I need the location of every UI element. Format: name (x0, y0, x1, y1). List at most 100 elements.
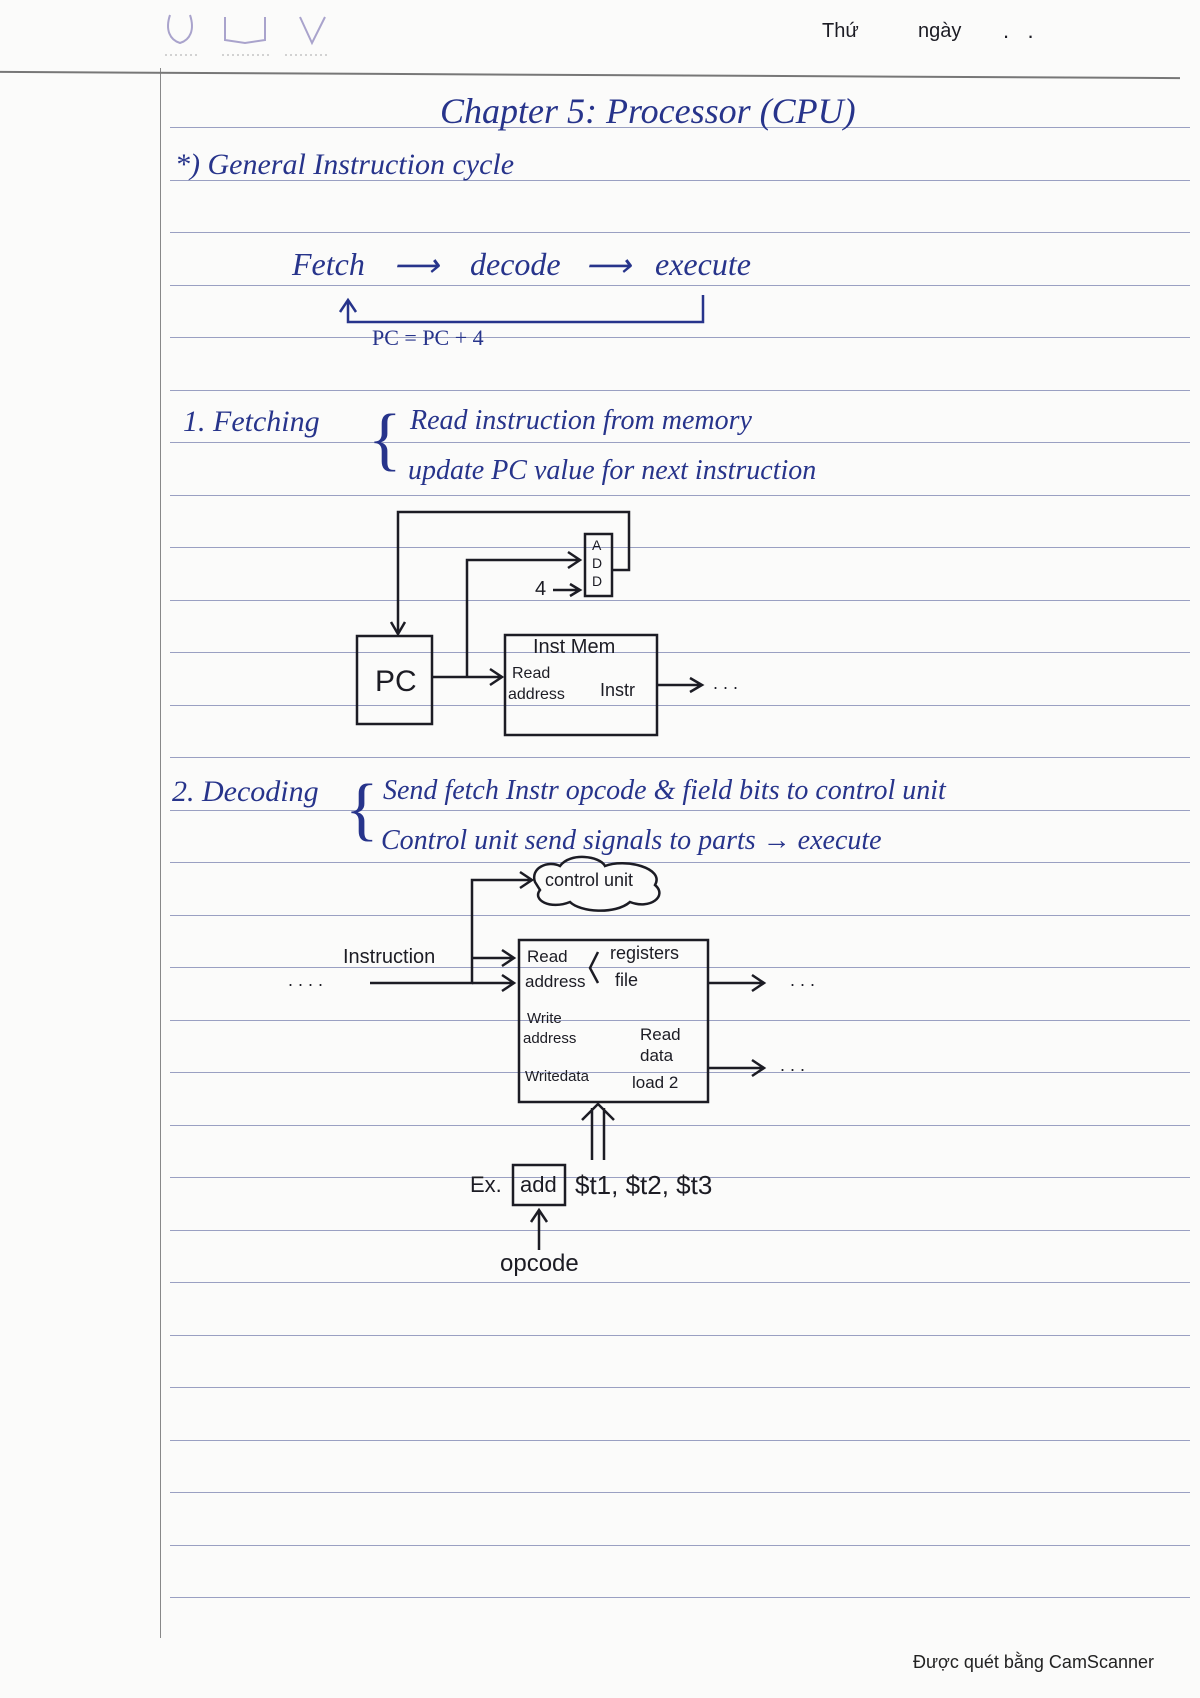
page-title: Chapter 5: Processor (CPU) (440, 91, 856, 131)
output-ellipsis-1: . . . (790, 970, 816, 990)
instruction-label: Instruction (343, 946, 436, 968)
ruled-line (170, 337, 1190, 338)
instr-to-control-wire (370, 870, 535, 985)
registers-label: registers (610, 943, 680, 963)
fetching-point: update PC value for next instruction (408, 455, 817, 486)
example-opcode: add (520, 1172, 557, 1197)
ruled-line (170, 1177, 1190, 1178)
read-data-label-1: Read (640, 1025, 681, 1044)
register-file-box (517, 938, 710, 1104)
decoding-point: Send fetch Instr opcode & field bits to … (383, 775, 946, 806)
write-address-label-1: Write (527, 1010, 562, 1027)
four-to-add-wire (553, 582, 583, 598)
ruled-line (170, 1125, 1190, 1126)
read-data-label-3: load 2 (632, 1073, 679, 1092)
control-unit-cloud (532, 855, 661, 912)
fetching-label: 1. Fetching (183, 405, 320, 438)
example-args: $t1, $t2, $t3 (575, 1170, 713, 1200)
decoding-label: 2. Decoding (172, 775, 319, 808)
read-address-label-2: address (525, 972, 586, 991)
cycle-arrow-1: ⟶ (393, 247, 439, 283)
ruled-line (170, 652, 1190, 653)
add-label-d1: D (592, 555, 603, 571)
pc-to-add-wire (465, 550, 583, 677)
scanner-footer: Được quét bằng CamScanner (913, 1652, 1154, 1672)
instr-label: Instr (600, 680, 636, 700)
notebook-logo (165, 14, 330, 56)
inst-mem-label: Inst Mem (533, 636, 616, 658)
write-data-label: Writedata (525, 1068, 589, 1085)
date-dots: . . (1003, 18, 1034, 43)
ruled-line (170, 600, 1190, 601)
cycle-loop-label: PC = PC + 4 (372, 325, 484, 350)
address-label: address (508, 686, 565, 703)
cycle-arrow-2: ⟶ (585, 247, 631, 283)
read-label: Read (512, 665, 551, 682)
ruled-line (170, 1387, 1190, 1388)
control-unit-label: control unit (545, 870, 634, 890)
cycle-loop-arrow (346, 295, 705, 324)
add-label-d2: D (592, 573, 603, 589)
pc-box (355, 634, 434, 726)
fetching-brace: { (368, 401, 402, 478)
ruled-line (170, 127, 1190, 128)
cycle-execute: execute (655, 246, 751, 282)
ruled-line (170, 1282, 1190, 1283)
ruled-line (170, 1335, 1190, 1336)
ruled-line (170, 1072, 1190, 1073)
cycle-fetch: Fetch (292, 246, 365, 282)
ruled-line (170, 285, 1190, 286)
ruled-line (170, 1492, 1190, 1493)
four-label: 4 (535, 578, 547, 600)
ruled-line (170, 180, 1190, 181)
ruled-line (170, 705, 1190, 706)
day-label: Thứ (822, 20, 859, 42)
logo-icon-2 (224, 17, 266, 45)
ruled-line (170, 390, 1190, 391)
ruled-line (170, 1020, 1190, 1021)
reg-out-wire-1 (708, 973, 767, 993)
cycle-loop-arrowhead (338, 297, 358, 313)
read-address-label-1: Read (527, 947, 568, 966)
opcode-box (511, 1163, 567, 1207)
instr-to-read-wire (472, 948, 517, 968)
ruled-line (170, 1440, 1190, 1441)
ruled-line (170, 915, 1190, 916)
read-data-label-2: data (640, 1046, 674, 1065)
logo-icon-3 (299, 16, 326, 46)
ruled-line (170, 1545, 1190, 1546)
decoding-brace: { (345, 771, 379, 848)
cycle-decode: decode (470, 246, 561, 282)
ruled-line (170, 810, 1190, 811)
example-prefix: Ex. (470, 1172, 502, 1197)
fetching-point: Read instruction from memory (410, 405, 752, 436)
ruled-line (170, 967, 1190, 968)
margin-line (160, 68, 161, 1638)
section-heading: *) General Instruction cycle (175, 148, 515, 181)
registers-brace (588, 951, 600, 984)
instr-out-wire (657, 676, 705, 694)
date-label: ngày (918, 20, 962, 42)
pc-label: PC (375, 665, 417, 698)
write-address-label-2: address (523, 1030, 577, 1047)
ruled-line (170, 232, 1190, 233)
ruled-line (170, 1230, 1190, 1231)
input-ellipsis: . . . . (288, 970, 324, 990)
reg-out-wire-2 (708, 1058, 767, 1078)
ruled-line (170, 547, 1190, 548)
decoding-point: Control unit send signals to parts → exe… (381, 825, 882, 856)
ruled-line (170, 757, 1190, 758)
file-label: file (615, 970, 639, 990)
ruled-line (170, 1597, 1190, 1598)
fetch-ellipsis: . . . (713, 673, 739, 693)
opcode-arrow (529, 1207, 549, 1250)
args-to-reg-wire (581, 1102, 615, 1160)
add-label-a: A (592, 537, 602, 553)
add-box (583, 532, 614, 598)
add-to-pc-wire (396, 510, 631, 632)
ruled-line (170, 495, 1190, 496)
ruled-line (170, 862, 1190, 863)
logo-icon-1 (167, 14, 193, 45)
output-ellipsis-2: . . . (780, 1055, 806, 1075)
